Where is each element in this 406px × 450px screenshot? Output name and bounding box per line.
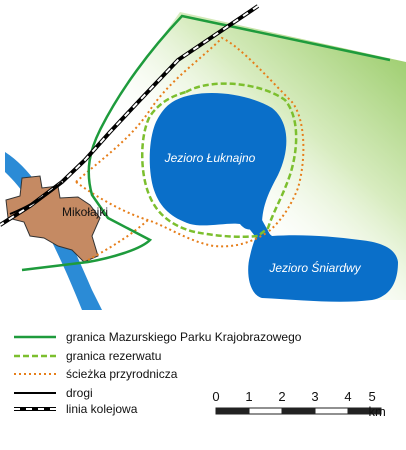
lake-sniardwy-label: Jezioro Śniardwy	[268, 260, 361, 275]
lake-luknajno	[149, 93, 287, 230]
scale-label-4: 4	[344, 389, 352, 404]
road	[9, 181, 63, 215]
scale-label-3: 3	[311, 389, 319, 404]
map-canvas: Jezioro Łuknajno Jezioro Śniardwy Mikoła…	[0, 4, 406, 310]
nature-trail	[75, 36, 305, 261]
town-label: Mikołajki	[62, 205, 108, 219]
reserve-border	[140, 82, 298, 239]
legend-roads-label: drogi	[66, 386, 93, 400]
lake-sniardwy	[248, 226, 398, 302]
lake-luknajno-label: Jezioro Łuknajno	[164, 151, 256, 165]
legend-reserve-border-label: granica rezerwatu	[66, 349, 162, 363]
scale-label-2: 2	[278, 389, 286, 404]
scale-label-1: 1	[245, 389, 253, 404]
scale-bar	[215, 407, 382, 415]
channel	[244, 220, 272, 240]
legend-railway-label: linia kolejowa	[66, 402, 138, 416]
scale-label-5: 5 km	[368, 389, 386, 419]
scale-label-0: 0	[212, 389, 220, 404]
legend-nature-trail-label: ścieżka przyrodnicza	[66, 367, 178, 381]
legend-park-border-label: granica Mazurskiego Parku Krajobrazowego	[66, 330, 302, 344]
